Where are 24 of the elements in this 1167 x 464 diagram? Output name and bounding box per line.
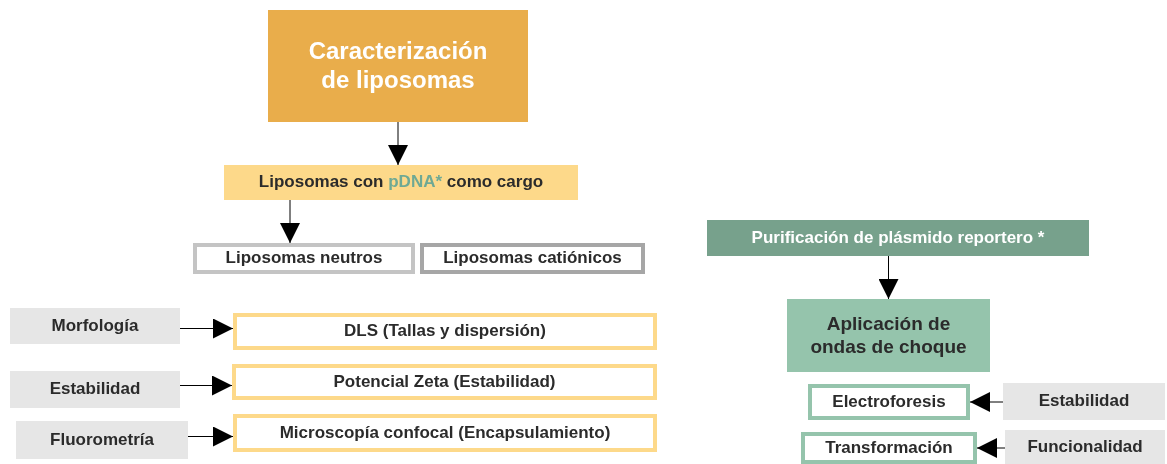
arrow <box>976 438 1006 458</box>
technique-box: Microscopía confocal (Encapsulamiento) <box>233 414 657 452</box>
technique-box: Electroforesis <box>808 384 970 420</box>
process-box: Aplicación de ondas de choque <box>787 299 990 372</box>
arrow <box>969 392 1004 412</box>
arrow <box>179 375 233 396</box>
category-box: Liposomas neutros <box>193 243 415 274</box>
property-tag: Estabilidad <box>1003 383 1165 420</box>
technique-box: Potencial Zeta (Estabilidad) <box>232 364 657 400</box>
property-tag: Morfología <box>10 308 180 344</box>
process-box: Purificación de plásmido reportero * <box>707 220 1089 256</box>
arrow <box>388 121 408 166</box>
arrow <box>280 199 300 244</box>
arrow <box>878 255 899 300</box>
sample-box: Liposomas con pDNA* como cargo <box>224 165 578 200</box>
property-tag: Estabilidad <box>10 371 180 408</box>
arrow <box>187 426 234 447</box>
arrow <box>179 318 234 339</box>
technique-box: Transformación <box>801 432 977 464</box>
property-tag: Fluorometría <box>16 421 188 459</box>
technique-box: DLS (Tallas y dispersión) <box>233 313 657 350</box>
title-box: Caracterización de liposomas <box>268 10 528 122</box>
category-box: Liposomas catiónicos <box>420 243 645 274</box>
property-tag: Funcionalidad <box>1005 430 1165 464</box>
